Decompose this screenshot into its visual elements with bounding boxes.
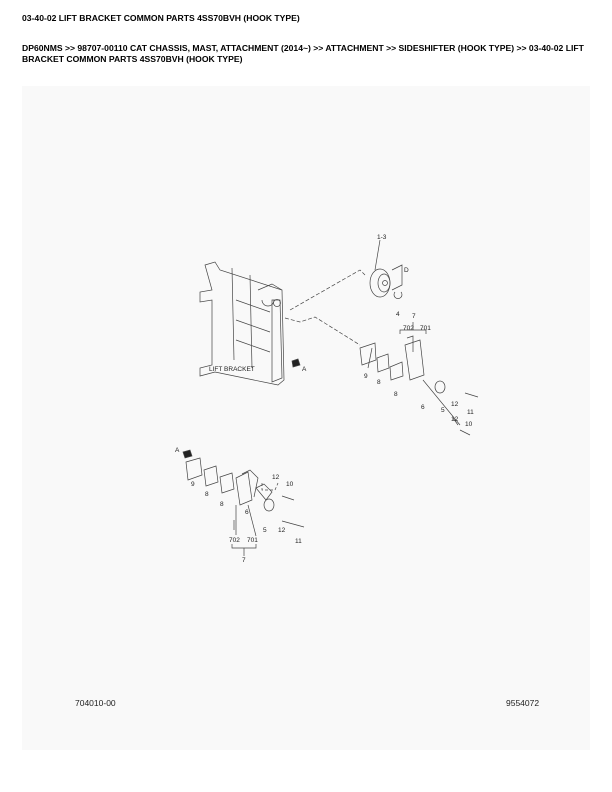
callout-12b-lower: 12 (278, 527, 286, 534)
figure-number: 704010-00 (75, 698, 116, 708)
callout-701-lower: 701 (247, 537, 258, 544)
callout-7: 7 (412, 313, 416, 320)
page-title: 03-40-02 LIFT BRACKET COMMON PARTS 4SS70… (22, 13, 300, 23)
plate-9 (359, 342, 377, 369)
snap-ring-part (393, 291, 403, 299)
callout-10: 10 (465, 421, 473, 428)
callout-12-lower: 12 (272, 474, 280, 481)
plate-9-lower (185, 457, 203, 481)
callout-6-lower: 6 (245, 509, 249, 516)
callout-5: 5 (441, 407, 445, 414)
callout-9-lower: 9 (191, 481, 195, 488)
roller-part (369, 239, 403, 298)
callout-8: 8 (377, 379, 381, 386)
callout-12b: 12 (451, 416, 459, 423)
callout-8b-lower: 8 (220, 501, 224, 508)
callout-10-lower: 10 (286, 481, 294, 488)
callout-11-lower: 11 (295, 538, 302, 545)
callout-6: 6 (421, 404, 425, 411)
callout-1-3: 1-3 (377, 234, 387, 241)
callout-8b: 8 (394, 391, 398, 398)
dimension-label-d: D (404, 267, 409, 274)
callout-9: 9 (364, 373, 368, 380)
callout-7-lower: 7 (242, 557, 246, 564)
view-label-a-lower: A (175, 447, 180, 454)
callout-4: 4 (396, 311, 400, 318)
callout-12: 12 (451, 401, 459, 408)
document-number: 9554072 (506, 698, 540, 708)
callout-8-lower: 8 (205, 491, 209, 498)
breadcrumb[interactable]: DP60NMS >> 98707-00110 CAT CHASSIS, MAST… (22, 43, 584, 64)
callout-11: 11 (467, 409, 474, 416)
lift-bracket-label: LIFT BRACKET (209, 366, 255, 373)
callout-701: 701 (420, 325, 431, 332)
callout-5-lower: 5 (263, 527, 267, 534)
callout-702: 702 (403, 325, 414, 332)
parts-diagram-panel (22, 86, 590, 750)
view-label-a: A (302, 366, 307, 373)
bracket-block (404, 335, 425, 381)
lift-bracket-drawing (199, 261, 285, 386)
callout-702-lower: 702 (229, 537, 240, 544)
